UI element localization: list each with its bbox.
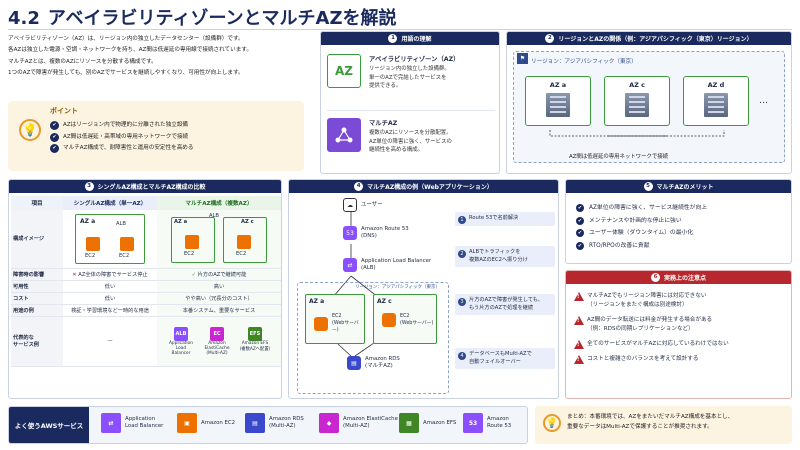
web-az-c: AZ c EC2 (Webサーバー) [373,294,437,344]
summary-box: 💡 まとめ：本番環境では、AZをまたいだマルチAZ構成を基本とし、 重要なデータ… [535,406,792,444]
caution-item: マルチAZでもリージョン障害には対応できない （リージョンをまたぐ構成は別途検討… [574,292,729,310]
building-icon [625,93,649,117]
lightbulb-icon: 💡 [543,414,561,432]
caution-list: マルチAZでもリージョン障害には対応できない （リージョンをまたぐ構成は別途検討… [574,292,729,370]
service-alb: ⇄Application Load Balancer [101,413,163,433]
lightbulb-icon: 💡 [19,119,41,141]
az-icon: AZ [327,54,361,88]
merit-item: RTO/RPOの改善に貢献 [576,240,707,253]
ec2-icon [85,236,100,251]
services-bar: よく使うAWSサービス ⇄Application Load Balancer ▣… [8,406,528,444]
rds-icon: ▤ [347,356,361,370]
web-az-a: AZ a EC2 (Webサーバー) [305,294,365,344]
multiaz-term: マルチAZ 複数のAZにリソースを分散配置。 AZ単位の障害に強く、サービスの … [327,118,495,155]
title-divider [8,29,792,30]
intro-text: アベイラビリティゾーン（AZ）は、リージョン内の独立したデータセンター（設備群）… [8,36,252,77]
merit-item: ユーザー体験（ダウンタイム）の最小化 [576,227,707,240]
alb-node: ⇄Application Load Balancer (ALB) [343,258,431,272]
ec2-icon [236,234,251,249]
ec2-icon [184,234,199,249]
az-box: AZ a [525,76,591,126]
ec2-icon [382,313,396,327]
region-label: リージョン：アジアパシフィック（東京） [531,59,637,65]
region-note: AZ間は低遅延の専用ネットワークで接続 [569,154,669,160]
point-title: ポイント [50,107,78,115]
az-box: AZ d [683,76,749,126]
merit-item: メンテナンスや計画的な停止に強い [576,215,707,228]
compare-table: 項目 シングルAZ構成（単一AZ） マルチAZ構成（複数AZ） 構成イメージ A… [11,196,281,367]
single-az-diagram: AZ a ALB EC2 EC2 [63,210,157,269]
caution-item: 全てのサービスがマルチAZに対応しているわけではない [574,340,729,349]
efs-icon: ▦ [399,413,419,433]
page-title: 4.2 アベイラビリティゾーンとマルチAZを解説 [8,8,397,29]
more-indicator: … [759,96,768,106]
rds-node: ▤Amazon RDS (マルチAZ) [347,356,400,370]
rds-icon: ▤ [245,413,265,433]
elasticache-icon: EC [209,326,224,341]
point-box: 💡 ポイント AZはリージョン内で物理的に分離された独立設備 AZ間は低遅延・高… [8,101,304,171]
web-diagram-lines [326,212,388,357]
service-efs: ▦Amazon EFS [399,413,456,433]
network-arrow [549,130,725,137]
alb-icon: ALB [173,326,188,341]
building-icon [546,93,570,117]
divider [327,110,495,111]
point-list: AZはリージョン内で物理的に分離された独立設備 AZ間は低遅延・高帯域の専用ネッ… [50,120,194,155]
service-rds: ▤Amazon RDS (Multi-AZ) [245,413,304,433]
caution-item: AZ間のデータ転送には料金が発生する場合がある （例：RDSの同期レプリケーショ… [574,316,729,334]
route53-icon: 53 [463,413,483,433]
point-item: マルチAZ構成で、耐障害性と運用の安定性を高める [50,143,194,155]
elasticache-icon: ◆ [319,413,339,433]
merit-item: AZ単位の障害に強く、サービス継続性が向上 [576,202,707,215]
alb-icon: ⇄ [101,413,121,433]
network-icon [327,118,361,152]
service-elasticache: ◆Amazon ElastiCache (Multi-AZ) [319,413,398,433]
ec2-icon: ▣ [177,413,197,433]
building-icon [704,93,728,117]
ec2-icon [314,316,328,331]
service-ec2: ▣Amazon EC2 [177,413,235,433]
route53-icon: 53 [343,226,357,240]
flag-icon: ⚑ [517,53,528,64]
az-term: AZ アベイラビリティゾーン（AZ） リージョン内の独立した設備群。 単一のAZ… [327,54,495,91]
user-icon: ☁ [343,198,357,212]
caution-item: コストと複雑さのバランスを考えて設計する [574,355,729,364]
efs-icon: EFS [247,326,262,341]
point-item: AZはリージョン内で物理的に分離された独立設備 [50,120,194,132]
user-node: ☁ユーザー [343,198,382,212]
ec2-icon [119,236,134,251]
az-box: AZ c [604,76,670,126]
point-item: AZ間は低遅延・高帯域の専用ネットワークで接続 [50,132,194,144]
multi-az-diagram: ALB AZ a AZ c EC2 EC2 [156,210,281,269]
merit-list: AZ単位の障害に強く、サービス継続性が向上 メンテナンスや計画的な停止に強い ユ… [576,202,707,252]
web-region-box [297,282,449,394]
alb-icon: ⇄ [343,258,357,272]
